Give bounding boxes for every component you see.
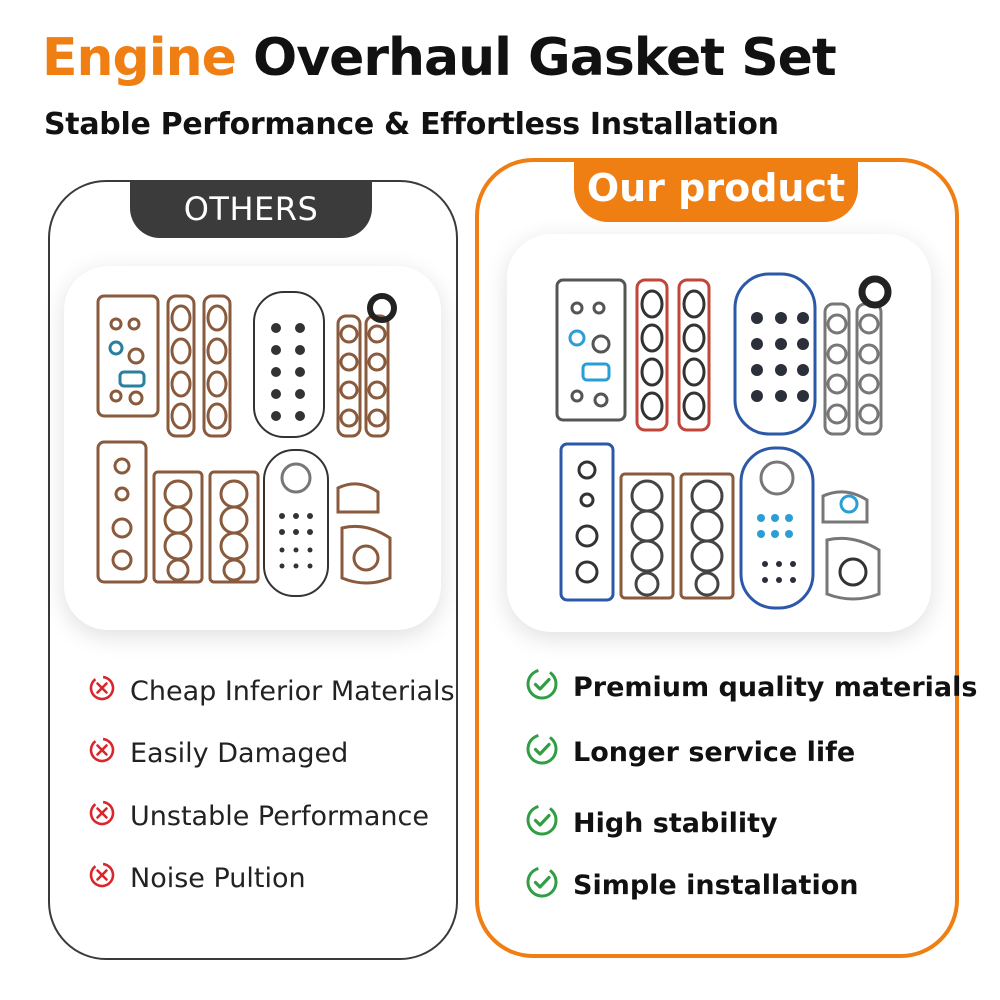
our-product-gasket-set-illustration	[555, 272, 892, 610]
our-product-gasket-image-card	[507, 234, 931, 632]
our-product-feature-item: Premium quality materials	[525, 667, 977, 708]
x-circle-icon	[88, 674, 116, 709]
title-accent-word: Engine	[42, 28, 237, 88]
our-product-feature-label: Longer service life	[573, 737, 856, 768]
our-product-feature-label: Simple installation	[573, 870, 859, 901]
others-feature-item: Unstable Performance	[88, 799, 429, 834]
x-circle-icon	[88, 861, 116, 896]
others-gasket-image-card	[64, 266, 441, 630]
our-product-feature-label: High stability	[573, 808, 778, 839]
check-circle-icon	[525, 732, 559, 773]
our-product-feature-label: Premium quality materials	[573, 672, 978, 703]
check-circle-icon	[525, 865, 559, 906]
others-feature-item: Cheap Inferior Materials	[88, 674, 455, 709]
x-circle-icon	[88, 736, 116, 771]
x-circle-icon	[88, 799, 116, 834]
our-product-tag: Our product	[574, 158, 858, 222]
others-feature-label: Easily Damaged	[130, 738, 349, 769]
page-subtitle: Stable Performance & Effortless Installa…	[44, 107, 779, 142]
others-feature-label: Noise Pultion	[130, 863, 306, 894]
others-feature-label: Unstable Performance	[130, 801, 430, 832]
check-circle-icon	[525, 803, 559, 844]
page-title: Engine Overhaul Gasket Set	[42, 28, 837, 88]
check-circle-icon	[525, 667, 559, 708]
title-rest: Overhaul Gasket Set	[252, 28, 837, 88]
others-gasket-set-illustration	[96, 291, 397, 597]
others-feature-item: Noise Pultion	[88, 861, 306, 896]
our-product-feature-item: Simple installation	[525, 865, 858, 906]
others-feature-label: Cheap Inferior Materials	[130, 676, 455, 707]
our-product-feature-item: High stability	[525, 803, 778, 844]
others-tag: OTHERS	[130, 180, 372, 238]
others-feature-item: Easily Damaged	[88, 736, 348, 771]
our-product-feature-item: Longer service life	[525, 732, 855, 773]
